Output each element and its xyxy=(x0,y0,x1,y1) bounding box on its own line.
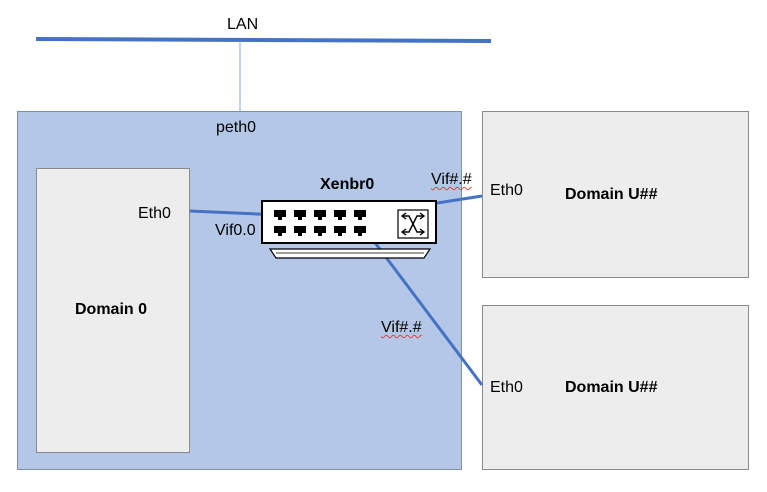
domu-bottom-vif-label: Vif#.# xyxy=(381,319,422,336)
switch-icon xyxy=(261,200,437,259)
domu-top-eth-label: Eth0 xyxy=(490,182,523,199)
domu-bottom-label: Domain U## xyxy=(565,379,658,396)
domu-bottom-link xyxy=(368,235,484,386)
bridge-label: Xenbr0 xyxy=(320,176,375,193)
lan-bus xyxy=(35,37,492,43)
domain-0-label: Domain 0 xyxy=(75,301,148,318)
domain-u-bottom-box xyxy=(482,305,749,470)
domain-u-top-box xyxy=(482,111,749,278)
domu-top-label: Domain U## xyxy=(565,186,658,203)
domu-top-vif-label: Vif#.# xyxy=(431,171,472,188)
dom0-vif-label: Vif0.0 xyxy=(215,222,256,239)
lan-label: LAN xyxy=(227,16,259,33)
peth0-label: peth0 xyxy=(216,119,257,136)
domain-0-box xyxy=(36,168,190,453)
dom0-eth-label: Eth0 xyxy=(138,205,171,222)
domu-bottom-eth-label: Eth0 xyxy=(490,379,523,396)
